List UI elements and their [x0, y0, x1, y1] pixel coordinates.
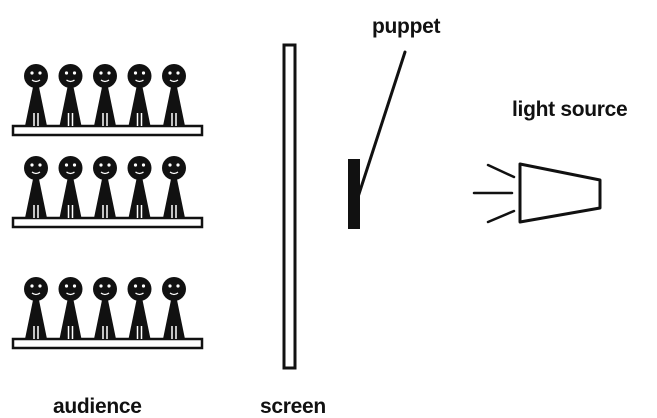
audience-bench — [13, 126, 202, 135]
audience-person — [24, 64, 48, 126]
audience-person — [59, 156, 83, 218]
audience-person — [128, 277, 152, 339]
audience-group — [13, 64, 202, 348]
audience-person — [59, 64, 83, 126]
audience-person — [24, 277, 48, 339]
audience-person — [128, 156, 152, 218]
audience-person — [162, 277, 186, 339]
audience-person — [162, 156, 186, 218]
audience-person — [93, 156, 117, 218]
audience-bench — [13, 218, 202, 227]
audience-row — [13, 64, 202, 135]
light-source-lamp — [520, 164, 600, 222]
audience-row — [13, 156, 202, 227]
puppet-label: puppet — [372, 16, 440, 37]
audience-bench — [13, 339, 202, 348]
audience-row — [13, 277, 202, 348]
audience-person — [162, 64, 186, 126]
puppet-figure — [348, 159, 360, 229]
puppet-pointer-line — [358, 52, 405, 197]
audience-person — [93, 64, 117, 126]
screen-panel — [284, 45, 295, 368]
audience-person — [24, 156, 48, 218]
light-source-label: light source — [512, 99, 627, 120]
light-ray-upper — [488, 165, 514, 177]
audience-label: audience — [53, 396, 142, 417]
light-ray-lower — [488, 211, 514, 222]
screen-label: screen — [260, 396, 326, 417]
audience-person — [59, 277, 83, 339]
audience-person — [128, 64, 152, 126]
audience-person — [93, 277, 117, 339]
